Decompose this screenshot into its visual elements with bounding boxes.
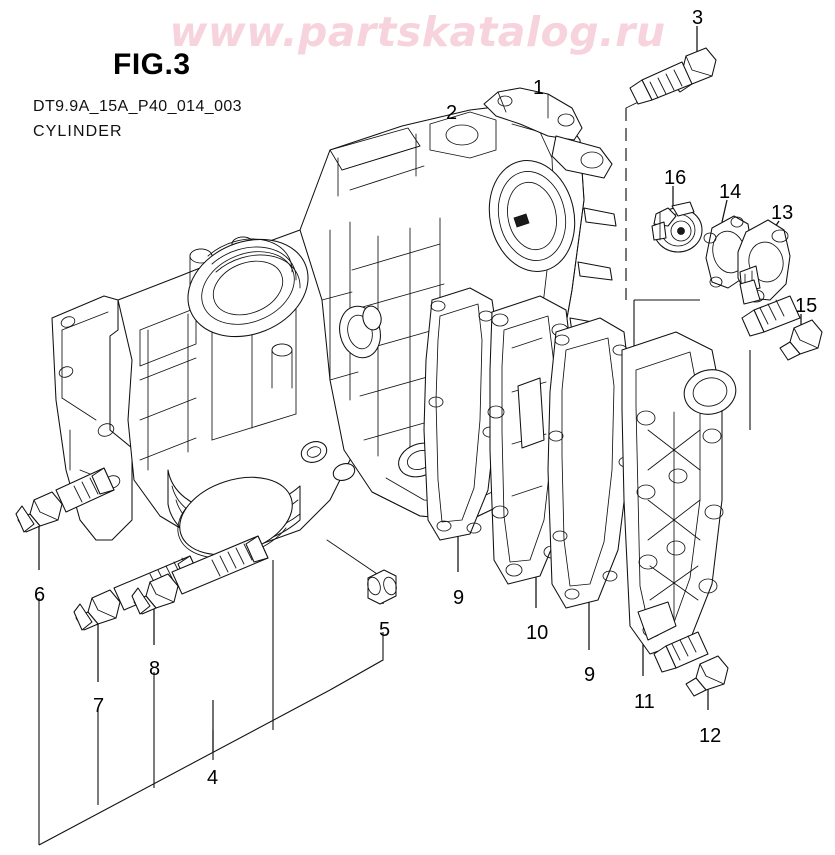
callout-5: 5 [379,619,391,641]
callout-3: 3 [692,7,704,29]
bolt-12 [653,631,729,697]
callout-9-outer: 9 [584,664,596,686]
dowel-pin [367,569,397,605]
exhaust-gasket-inner [423,287,499,541]
callout-12: 12 [699,725,722,747]
thermostat [651,201,703,253]
callout-7: 7 [93,695,105,717]
callout-6: 6 [34,584,46,606]
callout-16: 16 [664,167,687,189]
callout-2: 2 [446,102,458,124]
exhaust-outer-cover [621,331,737,655]
exhaust-gasket-outer [547,317,634,609]
callout-11: 11 [634,691,655,713]
callout-8: 8 [149,658,161,680]
figure-title: FIG.3 [113,48,191,81]
bolt-6 [15,467,115,533]
bolt-15 [741,295,823,361]
title-block: FIG.3 DT9.9A_15A_P40_014_003 CYLINDER [33,48,242,141]
callout-4: 4 [207,767,219,789]
callout-13: 13 [771,202,794,224]
callout-15: 15 [795,295,818,317]
callout-14: 14 [719,181,742,203]
bolt-8 [131,535,269,615]
bolt-3 [629,47,717,105]
callout-10: 10 [526,622,549,644]
figure-name: CYLINDER [33,123,123,140]
thermostat-cover [737,219,791,305]
figure-code: DT9.9A_15A_P40_014_003 [33,98,242,115]
callout-9-inner: 9 [453,587,465,609]
callout-1: 1 [533,77,545,99]
